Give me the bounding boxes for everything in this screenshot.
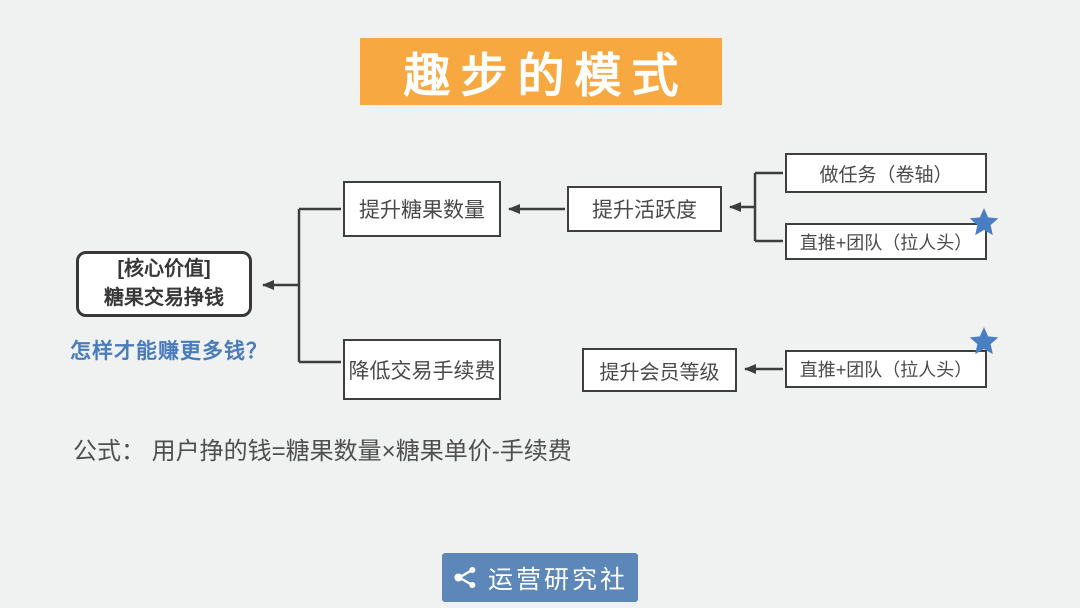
node-core-value: [核心价值] 糖果交易挣钱 xyxy=(76,251,252,317)
node-core-line2: 糖果交易挣钱 xyxy=(104,287,224,309)
node-do-tasks: 做任务（卷轴） xyxy=(785,153,987,193)
node-direct-push-team-top: 直推+团队（拉人头） xyxy=(785,223,987,260)
logo-text: 运营研究社 xyxy=(487,565,628,594)
fork-right-lines xyxy=(753,171,783,243)
page-title: 趣步的模式 xyxy=(403,49,689,102)
node-core-line1: [核心价值] xyxy=(117,258,211,280)
formula-text: 公式： 用户挣的钱=糖果数量×糖果单价-手续费 xyxy=(73,438,572,465)
question-text: 怎样才能赚更多钱？ xyxy=(70,340,268,363)
title-banner: 趣步的模式 xyxy=(360,38,722,105)
share-icon xyxy=(454,567,476,588)
fork-left-lines xyxy=(297,207,341,364)
node-increase-candy: 提升糖果数量 xyxy=(343,181,501,237)
node-member-level: 提升会员等级 xyxy=(582,348,737,392)
footer-logo: 运营研究社 xyxy=(442,553,638,602)
node-reduce-fee: 降低交易手续费 xyxy=(343,339,501,400)
node-increase-activity: 提升活跃度 xyxy=(567,186,722,232)
node-direct-push-team-bottom: 直推+团队（拉人头） xyxy=(785,350,987,388)
